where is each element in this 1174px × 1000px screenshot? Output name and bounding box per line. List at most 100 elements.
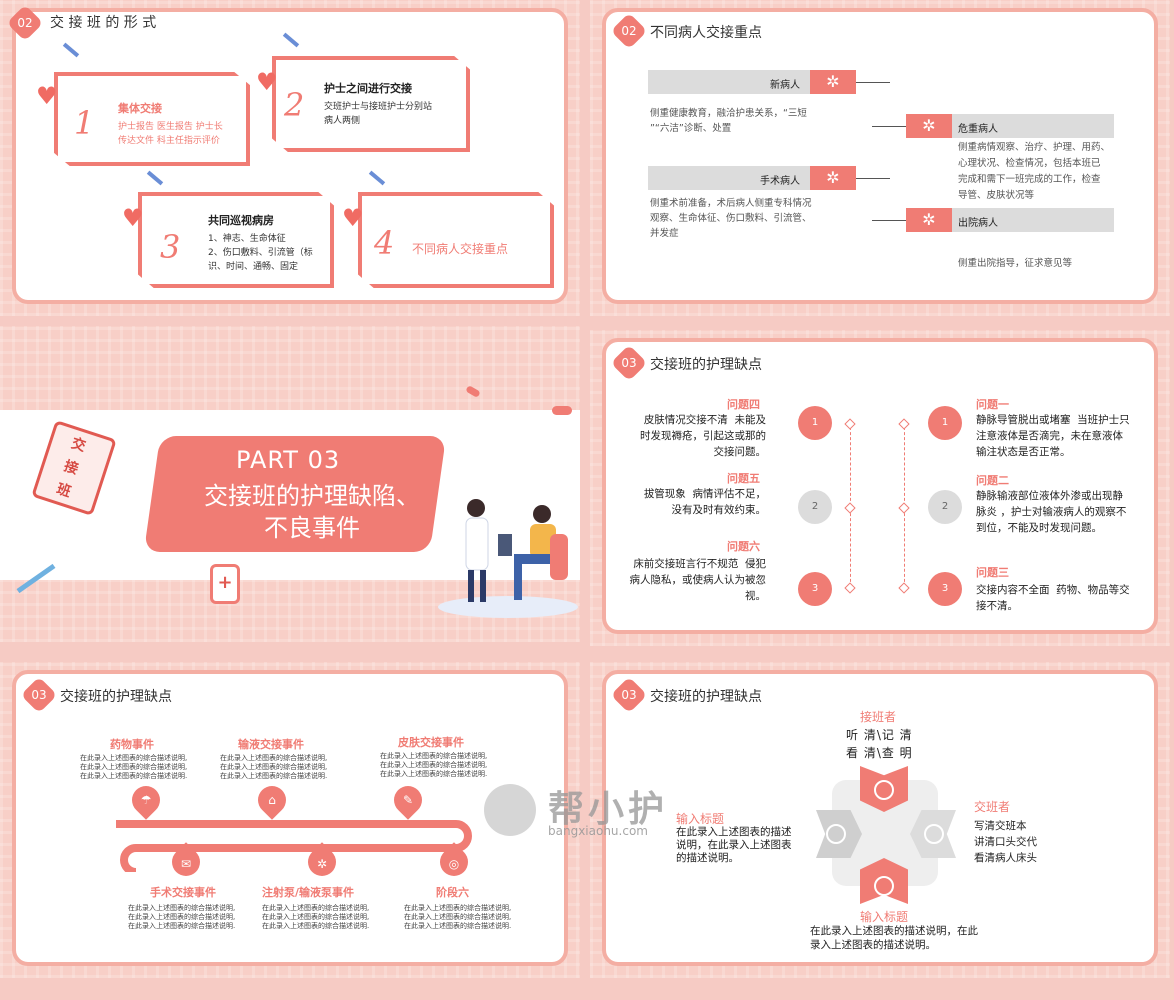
item-desc: 1、神志、生命体征 2、伤口敷料、引流管（标 识、时间、通畅、固定 bbox=[208, 234, 313, 272]
item-desc: 交班护士与接班护士分别站 病人两侧 bbox=[324, 102, 433, 126]
step-circle: 2 bbox=[798, 490, 832, 524]
bottom-desc: 在此录入上述图表的描述说明，在此 录入上述图表的描述说明。 bbox=[810, 925, 978, 951]
event-desc: 在此录入上述图表的综合描述说明, 在此录入上述图表的综合描述说明, 在此录入上述… bbox=[80, 754, 188, 780]
watermark-url: bangxiaohu.com bbox=[548, 824, 648, 838]
event-desc: 在此录入上述图表的综合描述说明, 在此录入上述图表的综合描述说明, 在此录入上述… bbox=[220, 754, 328, 780]
right-role-desc: 写清交班本 讲清口头交代 看清病人床头 bbox=[974, 820, 1037, 864]
slide-defects-problems[interactable]: 03 交接班的护理缺点 1 2 3 1 2 3 问题四 皮肤情况交接不清 未能及… bbox=[590, 330, 1170, 646]
problem-title: 问题五 bbox=[727, 472, 760, 485]
doctor-patient-illustration bbox=[465, 499, 568, 602]
event-title: 阶段六 bbox=[436, 886, 469, 899]
top-role-desc: 听 清\记 清 看 清\查 明 bbox=[846, 728, 913, 760]
problem-desc: 静脉输液部位液体外渗或出现静 脉炎 ，护士对输液病人的观察不 到位，不能及时发现… bbox=[976, 490, 1127, 534]
badge-number: 02 bbox=[17, 16, 33, 30]
badge-number: 03 bbox=[621, 356, 637, 370]
chart-icon bbox=[924, 824, 944, 844]
item-title: 护士之间进行交接 bbox=[324, 82, 412, 95]
part-label: PART 03 bbox=[236, 446, 341, 474]
sun-icon: ✲ bbox=[316, 857, 328, 871]
slide-transfer-forms[interactable]: 02 交 接 班 的 形 式 ♥ 1 集体交接 护士报告 医生报告 护士长 传达… bbox=[0, 0, 580, 316]
problem-title: 问题二 bbox=[976, 474, 1009, 487]
target-icon: ◎ bbox=[448, 857, 460, 871]
gear-icon: ✲ bbox=[906, 208, 952, 232]
event-title: 输液交接事件 bbox=[238, 738, 304, 751]
item-desc: 侧重出院指导，征求意见等 bbox=[958, 258, 1073, 269]
event-title: 药物事件 bbox=[110, 738, 154, 751]
problem-desc: 皮肤情况交接不清 未能及 时发现褥疮，引起这或那的 交接问题。 bbox=[640, 414, 766, 458]
top-role-title: 接班者 bbox=[860, 710, 897, 724]
gear-icon: ✲ bbox=[810, 166, 856, 190]
item-card-1 bbox=[54, 72, 250, 166]
chart-icon bbox=[826, 824, 846, 844]
connector-line bbox=[856, 82, 890, 83]
chart-icon bbox=[874, 876, 894, 896]
item-card-3 bbox=[138, 192, 334, 288]
watermark-text: 帮小护 bbox=[548, 789, 669, 830]
event-title: 皮肤交接事件 bbox=[398, 736, 464, 749]
item-desc: 侧重病情观察、治疗、护理、用药、 心理状况、检查情况，包括本班已 完成和需下一班… bbox=[958, 142, 1111, 201]
pill-icon bbox=[465, 384, 481, 399]
item-number: 4 bbox=[374, 224, 395, 262]
item-desc: 护士报告 医生报告 护士长 传达文件 科主任指示评价 bbox=[118, 122, 223, 146]
item-number: 1 bbox=[74, 104, 95, 142]
event-title: 注射泵/输液泵事件 bbox=[262, 886, 355, 899]
pencil-icon: ✎ bbox=[402, 793, 414, 807]
heart-icon: ♥ bbox=[256, 68, 278, 96]
umbrella-icon: ☂ bbox=[140, 793, 152, 807]
slide-card bbox=[12, 670, 568, 966]
problem-title: 问题三 bbox=[976, 566, 1009, 579]
problem-desc: 静脉导管脱出或堵塞 当班护士只 注意液体是否滴完，未在意液体 输注状态是否正常。 bbox=[976, 414, 1130, 458]
problem-desc: 拔管现象 病情评估不足， 没有及时有效约束。 bbox=[643, 488, 766, 516]
step-circle: 3 bbox=[928, 572, 962, 606]
watermark-logo bbox=[484, 784, 536, 836]
gear-icon: ✲ bbox=[906, 114, 952, 138]
medicine-bottle-icon: + bbox=[210, 564, 240, 604]
item-number: 2 bbox=[284, 86, 305, 124]
problem-title: 问题四 bbox=[727, 398, 760, 411]
heart-icon: ♥ bbox=[122, 204, 144, 232]
item-label: 危重病人 bbox=[958, 124, 998, 135]
left-title: 输入标题 bbox=[676, 812, 725, 826]
slide-title: 不同病人交接重点 bbox=[650, 25, 762, 41]
car-icon: ⌂ bbox=[268, 793, 276, 807]
pill-icon bbox=[552, 406, 572, 415]
slide-defect-events[interactable]: 03 交接班的护理缺点 药物事件 在此录入上述图表的综合描述说明, 在此录入上述… bbox=[0, 662, 580, 978]
connector-line bbox=[872, 220, 906, 221]
slide-title: 交接班的护理缺点 bbox=[650, 689, 762, 705]
badge-number: 03 bbox=[31, 688, 47, 702]
slide-part-03[interactable]: 交 接 班 PART 03 交接班的护理缺陷、 不良事件 + bbox=[0, 326, 580, 642]
connector-line bbox=[856, 178, 890, 179]
problem-title: 问题一 bbox=[976, 398, 1009, 411]
heart-icon: ♥ bbox=[36, 82, 58, 110]
item-desc: 侧重健康教育，融洽护患关系，“三短 ”“六洁”诊断、处置 bbox=[650, 108, 807, 134]
item-label: 手术病人 bbox=[760, 176, 800, 187]
problem-title: 问题六 bbox=[727, 540, 760, 553]
slide-card bbox=[602, 338, 1158, 634]
item-card-4 bbox=[358, 192, 554, 288]
badge-number: 02 bbox=[621, 24, 637, 38]
item-label: 出院病人 bbox=[958, 218, 998, 229]
bottom-title: 输入标题 bbox=[860, 910, 909, 924]
event-desc: 在此录入上述图表的综合描述说明, 在此录入上述图表的综合描述说明, 在此录入上述… bbox=[262, 904, 370, 930]
slide-title: 交接班的护理缺点 bbox=[650, 357, 762, 373]
gear-icon: ✲ bbox=[810, 70, 856, 94]
left-desc: 在此录入上述图表的描述 说明，在此录入上述图表 的描述说明。 bbox=[676, 826, 792, 864]
part-title: 交接班的护理缺陷、 不良事件 bbox=[204, 482, 420, 542]
badge-number: 03 bbox=[621, 688, 637, 702]
step-circle: 3 bbox=[798, 572, 832, 606]
connector-line bbox=[872, 126, 906, 127]
slide-patient-focus[interactable]: 02 不同病人交接重点 新病人 ✲ 侧重健康教育，融洽护患关系，“三短 ”“六洁… bbox=[590, 0, 1170, 316]
event-desc: 在此录入上述图表的综合描述说明, 在此录入上述图表的综合描述说明, 在此录入上述… bbox=[128, 904, 236, 930]
slide-handover-roles[interactable]: 03 交接班的护理缺点 接班者 听 清\记 清 看 清\查 明 交班者 写清交班… bbox=[590, 662, 1170, 978]
mail-icon: ✉ bbox=[180, 857, 192, 871]
problem-desc: 床前交接班言行不规范 侵犯 病人隐私，或使病人认为被忽 视。 bbox=[629, 558, 767, 602]
item-title: 共同巡视病房 bbox=[208, 214, 274, 227]
item-title: 集体交接 bbox=[118, 102, 162, 115]
problem-desc: 交接内容不全面 药物、物品等交 接不清。 bbox=[976, 584, 1130, 612]
connector-path bbox=[116, 820, 472, 872]
item-card-2 bbox=[272, 56, 470, 152]
chart-icon bbox=[874, 780, 894, 800]
heart-icon: ♥ bbox=[342, 204, 364, 232]
item-number: 3 bbox=[160, 228, 181, 266]
item-desc: 侧重术前准备，术后病人侧重专科情况 观察、生命体征、伤口敷料、引流管、 并发症 bbox=[650, 198, 812, 239]
